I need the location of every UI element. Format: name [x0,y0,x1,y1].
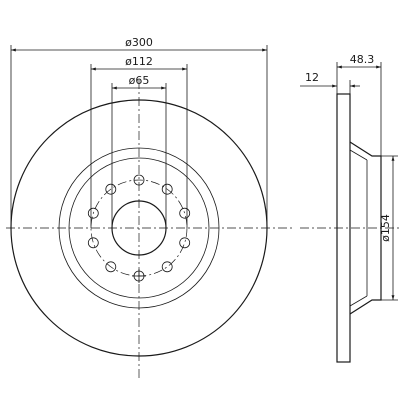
friction-ring-section [336,93,351,363]
hat-outer-edge [68,157,210,299]
height-label: 48.3 [350,53,375,66]
friction-ring-inner-edge [58,147,220,309]
hat-profile [349,141,382,315]
bolt-holes [87,174,191,283]
hat-step-line [349,295,368,307]
bolt-hole [179,237,191,249]
dim-hat-diameter: ø154 [379,155,398,301]
hat-step-line [349,149,368,161]
bolt-hole [87,237,99,249]
dim-height: 48.3 [336,53,382,156]
bolt-hole [179,207,191,219]
bolt-hole [105,261,117,273]
outer-diameter-label: ø300 [125,36,153,49]
bolt-circle-label: ø112 [125,55,153,68]
hat-diameter-label: ø154 [379,214,392,242]
bolt-hole [87,207,99,219]
dim-outer-diameter: ø300 [10,36,268,228]
bolt-hole [105,183,117,195]
thickness-label: 12 [305,71,319,84]
center-bore-label: ø65 [129,74,150,87]
bolt-hole [133,174,145,186]
dim-bolt-circle: ø112 [90,55,188,228]
bolt-hole [161,183,173,195]
bolt-hole [161,261,173,273]
dim-center-bore: ø65 [111,74,167,228]
dim-thickness: 12 [300,71,360,94]
front-view: ø300 ø112 ø65 [6,36,292,378]
side-view: 48.3 12 ø154 [300,53,400,363]
